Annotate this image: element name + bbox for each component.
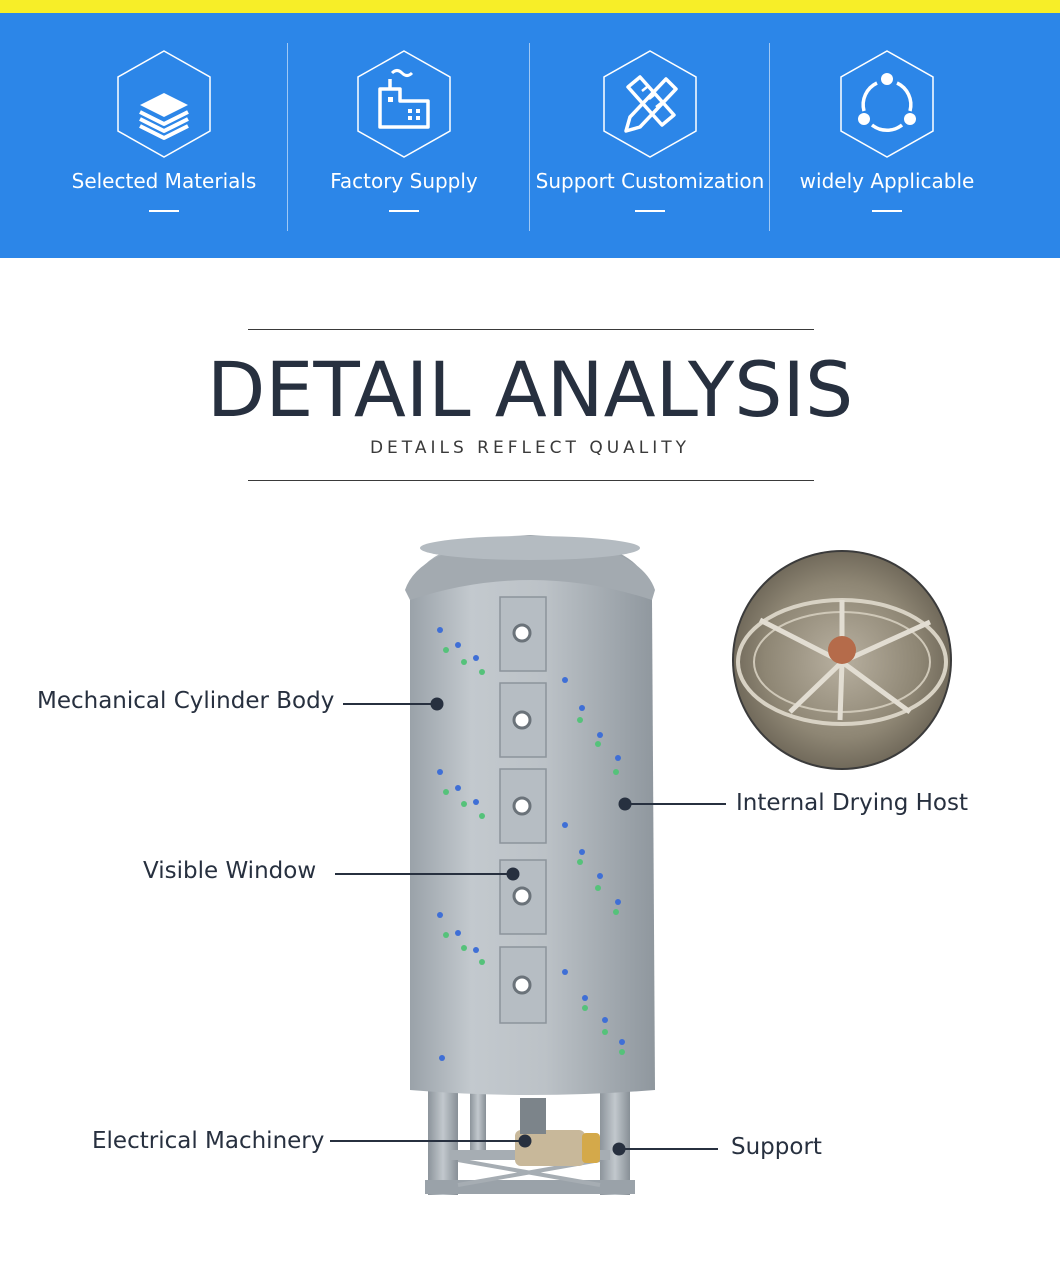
section-subtitle: DETAILS REFLECT QUALITY	[369, 438, 691, 458]
feature-widely-applicable: widely Applicable	[767, 13, 1007, 258]
callout-visible-window: Visible Window	[143, 858, 317, 884]
electric-motor	[515, 1098, 600, 1166]
layers-icon	[117, 50, 211, 158]
drying-host-detail	[732, 550, 952, 770]
callout-dot	[612, 1142, 626, 1156]
callout-dot	[618, 797, 632, 811]
factory-icon	[357, 50, 451, 158]
divider	[529, 43, 530, 231]
valve-dots	[437, 627, 625, 1061]
callout-dot	[430, 697, 444, 711]
callout-dot	[518, 1134, 532, 1148]
title-bottom-rule	[248, 480, 814, 481]
feature-dash	[149, 210, 179, 212]
divider	[769, 43, 770, 231]
callout-electrical-machinery: Electrical Machinery	[92, 1128, 325, 1154]
title-top-rule	[248, 329, 814, 330]
feature-label: Selected Materials	[71, 169, 257, 193]
feature-selected-materials: Selected Materials	[44, 13, 284, 258]
callout-cylinder-body: Mechanical Cylinder Body	[37, 688, 335, 714]
feature-band: Selected Materials Factory Supply	[0, 13, 1060, 258]
top-accent-stripe	[0, 0, 1060, 13]
feature-label: Support Customization	[535, 169, 765, 193]
section-title: DETAIL ANALYSIS	[206, 345, 854, 434]
callout-drying-host: Internal Drying Host	[736, 790, 968, 816]
feature-dash	[635, 210, 665, 212]
callout-support: Support	[731, 1134, 822, 1160]
dryer-tank-illustration	[330, 535, 952, 1195]
pencil-ruler-icon	[603, 50, 697, 158]
feature-factory-supply: Factory Supply	[284, 13, 524, 258]
cycle-nodes-icon	[840, 50, 934, 158]
feature-dash	[872, 210, 902, 212]
feature-support-customization: Support Customization	[530, 13, 770, 258]
callout-dot	[506, 867, 520, 881]
callout-lines	[330, 703, 726, 1150]
feature-label: widely Applicable	[799, 169, 975, 193]
feature-label: Factory Supply	[330, 169, 478, 193]
divider	[287, 43, 288, 231]
feature-dash	[389, 210, 419, 212]
